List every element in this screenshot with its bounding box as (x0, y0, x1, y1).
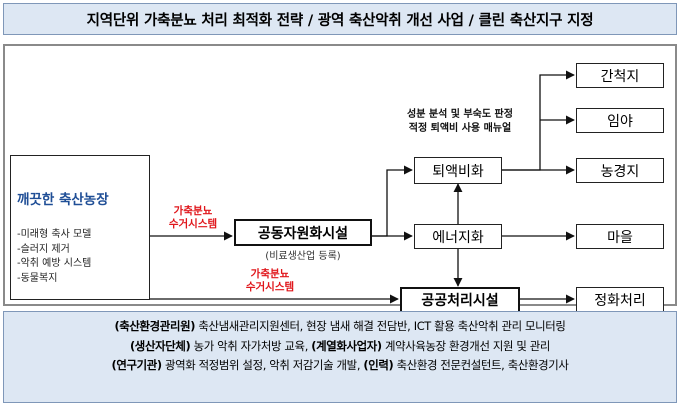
org-label: (축산환경관리원) (114, 319, 196, 333)
collection-label-upper: 가축분뇨 수거시스템 (168, 205, 218, 230)
farm-feature-item: -악취 예방 시스템 (17, 258, 92, 269)
farm-feature-list: -미래형 축사 모델 -슬러지 제거 -악취 예방 시스템 -동물복지 (17, 228, 91, 286)
public-treatment-facility-box: 공공처리시설 (400, 287, 520, 313)
arrow-joint-to-compost (372, 165, 413, 237)
support-line: (생산자단체) 농가 악취 자가처방 교육, (계열화사업자) 계약사육농장 환… (10, 337, 670, 357)
joint-resource-facility-box: 공동자원화시설 (234, 219, 372, 246)
org-label: (인력) (363, 358, 394, 372)
joint-facility-sub: (비료생산업 등록) (265, 251, 341, 262)
clean-farm-box: 깨끗한 축산농장 -미래형 축사 모델 -슬러지 제거 -악취 예방 시스템 -… (10, 155, 150, 300)
output-reclaimed-box: 간척지 (576, 63, 664, 88)
page-title: 지역단위 가축분뇨 처리 최적화 전략 / 광역 축산악취 개선 사업 / 클린… (3, 3, 677, 35)
farm-feature-item: -동물복지 (17, 272, 58, 284)
output-village-box: 마을 (576, 224, 664, 249)
org-text: 축산냄새관리지원센터, 현장 냄새 해결 전담반, ICT 활용 축산악취 관리… (195, 319, 566, 333)
org-text: 농가 악취 자가처방 교육, (190, 338, 312, 353)
org-text: 축산환경 전문컨설턴트, 축산환경기사 (393, 358, 569, 372)
farm-feature-item: -미래형 축사 모델 (17, 229, 92, 240)
support-organizations-panel: (축산환경관리원) 축산냄새관리지원센터, 현장 냄새 해결 전담반, ICT … (3, 311, 677, 403)
output-farmland-box: 농경지 (576, 158, 664, 183)
farm-title: 깨끗한 축산농장 (17, 192, 109, 208)
output-forest-box: 임야 (576, 108, 664, 133)
org-label: (연구기관) (111, 358, 162, 372)
support-line: (연구기관) 광역화 적정범위 설정, 악취 저감기술 개발, (인력) 축산환… (10, 356, 670, 376)
compost-box: 퇴액비화 (414, 157, 502, 184)
output-purification-box: 정화처리 (576, 287, 664, 312)
org-label: (계열화사업자) (311, 338, 382, 353)
farm-feature-item: -슬러지 제거 (17, 243, 70, 255)
energy-box: 에너지화 (414, 224, 502, 249)
org-text: 계약사육농장 환경개선 지원 및 관리 (381, 338, 551, 353)
support-line: (축산환경관리원) 축산냄새관리지원센터, 현장 냄새 해결 전담반, ICT … (10, 317, 670, 337)
collection-label-lower: 가축분뇨 수거시스템 (245, 268, 295, 293)
org-text: 광역화 적정범위 설정, 악취 저감기술 개발, (161, 358, 364, 372)
compost-note: 성분 분석 및 부숙도 판정 적정 퇴액비 사용 매뉴얼 (407, 109, 513, 134)
org-label: (생산자단체) (129, 338, 191, 353)
